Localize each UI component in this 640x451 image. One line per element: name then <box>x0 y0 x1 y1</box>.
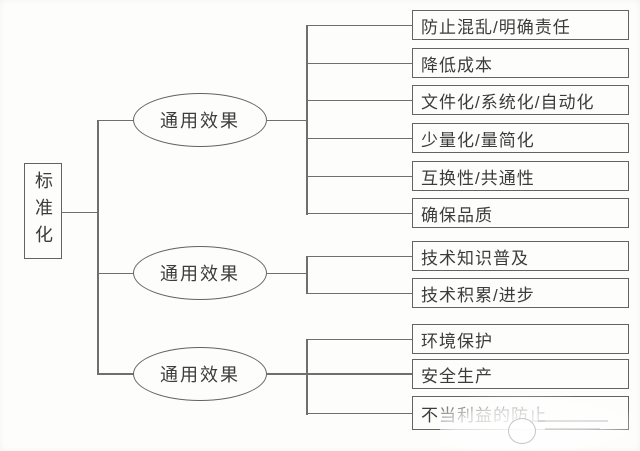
leaf-label-10: 安全生产 <box>421 366 493 386</box>
root-node-label: 标准化 <box>33 170 53 252</box>
watermark-streak <box>545 428 600 430</box>
connector-leaf-7 <box>306 255 412 257</box>
connector-trunk-to-ellipse-2 <box>97 272 134 274</box>
connector-leaf-8 <box>306 292 412 294</box>
leaf-box-10: 安全生产 <box>412 359 629 389</box>
leaf-label-6: 确保品质 <box>421 205 493 225</box>
branch-label-3: 通用效果 <box>160 365 240 385</box>
connector-leaf-9 <box>306 338 412 340</box>
leaf-label-8: 技术积累/进步 <box>421 285 535 305</box>
connector-leaf-5 <box>306 175 412 177</box>
leaf-box-7: 技术知识普及 <box>412 241 629 271</box>
connector-leaf-6 <box>306 212 412 214</box>
branch-label-2: 通用效果 <box>160 264 240 284</box>
leaf-label-4: 少量化/量简化 <box>421 130 535 150</box>
leaf-box-2: 降低成本 <box>412 48 629 78</box>
leaf-label-7: 技术知识普及 <box>421 248 529 268</box>
leaf-label-9: 环境保护 <box>421 331 493 351</box>
connector-leaf-2 <box>306 62 412 64</box>
leaf-label-1: 防止混乱/明确责任 <box>421 17 571 37</box>
watermark-circle-icon <box>508 418 536 444</box>
leaf-box-3: 文件化/系统化/自动化 <box>412 85 629 115</box>
connector-trunk-to-ellipse-1 <box>97 119 134 121</box>
root-node-box: 标准化 <box>24 163 62 259</box>
connector-left-trunk <box>97 119 99 375</box>
connector-leaf-1 <box>306 24 412 26</box>
connector-root-to-trunk <box>61 211 98 213</box>
connector-ellipse2-to-trunk <box>266 272 307 274</box>
leaf-box-4: 少量化/量简化 <box>412 123 629 153</box>
leaf-box-8: 技术积累/进步 <box>412 278 629 308</box>
connector-ellipse3-to-leaf-10 <box>266 373 412 375</box>
connector-leaf-11 <box>306 412 412 414</box>
leaf-label-3: 文件化/系统化/自动化 <box>421 92 595 112</box>
connector-trunk-to-ellipse-3 <box>97 373 134 375</box>
leaf-label-5: 互换性/共通性 <box>421 168 535 188</box>
watermark-streak <box>538 420 608 422</box>
connector-leaf-3 <box>306 99 412 101</box>
connector-trunk-group1 <box>306 24 308 215</box>
branch-ellipse-3: 通用效果 <box>133 347 267 401</box>
connector-leaf-4 <box>306 137 412 139</box>
leaf-box-5: 互换性/共通性 <box>412 161 629 191</box>
branch-ellipse-2: 通用效果 <box>133 246 267 300</box>
connector-trunk-group3 <box>306 338 308 415</box>
leaf-box-6: 确保品质 <box>412 198 629 228</box>
leaf-box-1: 防止混乱/明确责任 <box>412 10 629 40</box>
connector-trunk-group2 <box>306 255 308 294</box>
branch-ellipse-1: 通用效果 <box>133 93 267 147</box>
connector-ellipse1-to-trunk <box>266 119 307 121</box>
leaf-box-9: 环境保护 <box>412 324 629 354</box>
leaf-label-2: 降低成本 <box>421 55 493 75</box>
branch-label-1: 通用效果 <box>160 111 240 131</box>
